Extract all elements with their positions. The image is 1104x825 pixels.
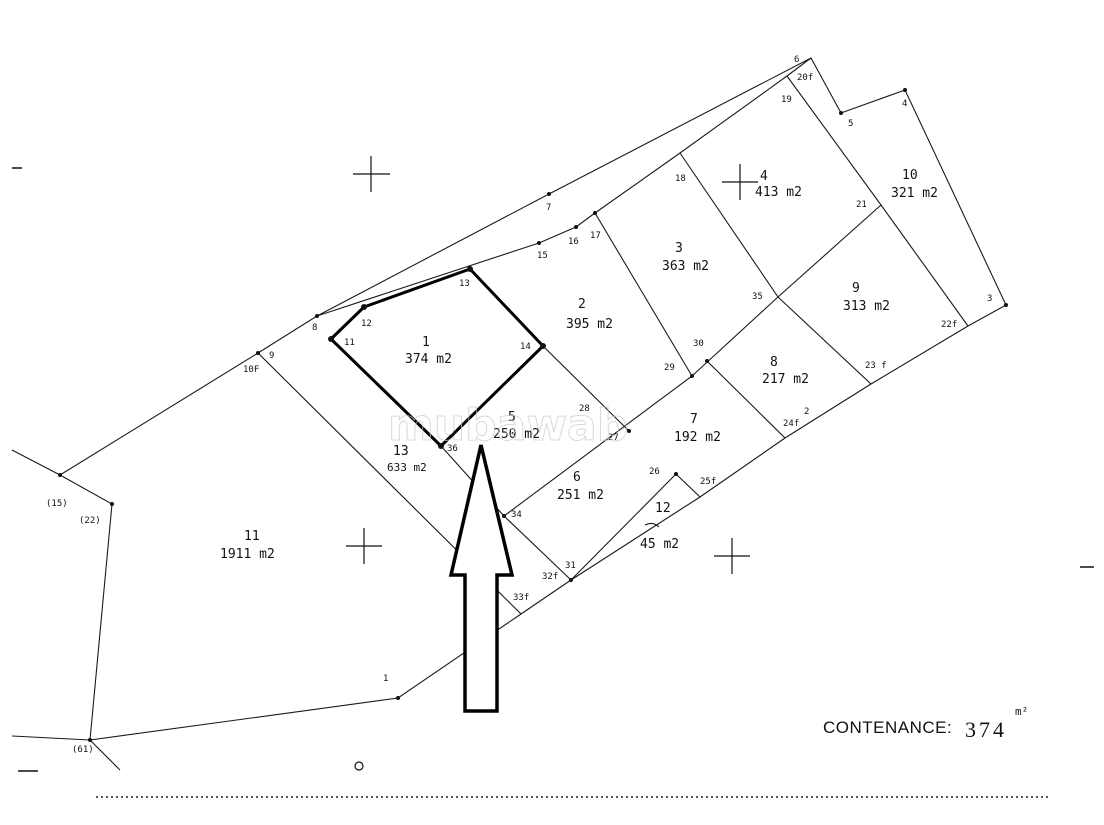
point-label: 1 — [383, 674, 388, 684]
parcel-area: 395 m2 — [566, 317, 613, 332]
point-label: 20f — [797, 73, 813, 83]
misc-marks — [12, 167, 1094, 798]
parcel-area: 321 m2 — [891, 186, 938, 201]
point-label: 24f — [783, 419, 799, 429]
point-label: 34 — [511, 510, 522, 520]
survey-crosses — [346, 156, 758, 574]
point-label: 25f — [700, 477, 716, 487]
parcel-number: 9 — [852, 281, 860, 296]
parcel-number: 2 — [578, 297, 586, 312]
point-label: 14 — [520, 342, 531, 352]
point-label: 19 — [781, 95, 792, 105]
parcel-area: 363 m2 — [662, 259, 709, 274]
parcel-number: 10 — [902, 168, 918, 183]
parcel-number: 12 — [655, 501, 671, 516]
contenance: CONTENANCE: 374 m² — [823, 705, 1028, 742]
point-label: 12 — [361, 319, 372, 329]
point-label: 32f — [542, 572, 558, 582]
parcel-1-outline — [329, 267, 545, 448]
point-label: 35 — [752, 292, 763, 302]
parcel-number: 6 — [573, 470, 581, 485]
point-label: 4 — [902, 99, 907, 109]
contenance-value: 374 — [965, 717, 1007, 742]
parcel-area: 413 m2 — [755, 185, 802, 200]
point-label: 21 — [856, 200, 867, 210]
point-label: 36 — [447, 444, 458, 454]
point-labels: 1 2 3 4 5 6 7 8 9 10F 11 12 13 14 15 16 … — [46, 55, 992, 755]
point-label: (22) — [79, 516, 101, 526]
parcel-number: 7 — [690, 412, 698, 427]
point-label: 10F — [243, 365, 259, 375]
point-label: (61) — [72, 745, 94, 755]
point-label: 28 — [579, 404, 590, 414]
point-label: 8 — [312, 323, 317, 333]
point-label: 33f — [513, 593, 529, 603]
parcel-area: 313 m2 — [843, 299, 890, 314]
point-label: 15 — [537, 251, 548, 261]
point-label: 6 — [794, 55, 799, 65]
pointer-arrow — [448, 444, 515, 713]
point-label: 18 — [675, 174, 686, 184]
point-label: 26 — [649, 467, 660, 477]
parcel-area: 374 m2 — [405, 352, 452, 367]
point-label: 29 — [664, 363, 675, 373]
point-label: 31 — [565, 561, 576, 571]
parcel-number: 11 — [244, 529, 260, 544]
point-label: 27 — [608, 433, 619, 443]
parcel-number: 5 — [508, 410, 516, 425]
parcel-number: 3 — [675, 241, 683, 256]
point-label: 11 — [344, 338, 355, 348]
parcel-area: 217 m2 — [762, 372, 809, 387]
point-label: 9 — [269, 351, 274, 361]
parcel-area: 192 m2 — [674, 430, 721, 445]
parcel-area: 251 m2 — [557, 488, 604, 503]
point-label: 2 — [804, 407, 809, 417]
point-label: 3 — [987, 294, 992, 304]
parcel-number: 8 — [770, 355, 778, 370]
parcel-number: 4 — [760, 169, 768, 184]
contenance-unit: m² — [1015, 705, 1028, 718]
point-label: 13 — [459, 279, 470, 289]
point-label: (15) — [46, 499, 68, 509]
parcel-area: 250 m2 — [493, 427, 540, 442]
parcel-labels: 1 374 m2 2 395 m2 3 363 m2 4 413 m2 5 25… — [220, 168, 938, 562]
point-label: 16 — [568, 237, 579, 247]
parcel-number: 13 — [393, 444, 409, 459]
parcel-area: 633 m2 — [387, 461, 427, 474]
point-label: 22f — [941, 320, 957, 330]
contenance-label: CONTENANCE: — [823, 718, 952, 737]
parcel-area: 45 m2 — [640, 537, 679, 552]
parcel-area: 1911 m2 — [220, 547, 275, 562]
point-label: 23 f — [865, 361, 887, 371]
point-label: 7 — [546, 203, 551, 213]
vertex-markers — [58, 88, 1008, 742]
watermark: mubawab — [388, 400, 628, 451]
parcel-number: 1 — [422, 335, 430, 350]
point-label: 17 — [590, 231, 601, 241]
point-label: 5 — [848, 119, 853, 129]
point-label: 30 — [693, 339, 704, 349]
